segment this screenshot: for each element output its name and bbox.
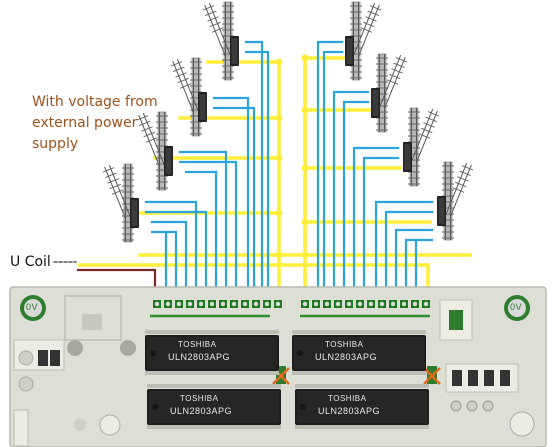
terminal-0v-left-label: 0V [26, 302, 39, 312]
turnout-right-2 [370, 53, 410, 133]
chip-1-part: ULN2803APG [168, 352, 231, 362]
turnout-right-3 [402, 107, 442, 187]
external-power-note: With voltage from external power supply [32, 92, 192, 155]
terminal-0v-left [20, 295, 46, 321]
note-line-1: With voltage from [32, 94, 158, 110]
chip-3-brand: TOSHIBA [180, 394, 219, 403]
turnout-right-1 [344, 1, 384, 81]
chip-4-brand: TOSHIBA [328, 394, 367, 403]
chip-2-part: ULN2803APG [315, 352, 378, 362]
u-coil-label: U Coil [10, 254, 51, 270]
chip-1-brand: TOSHIBA [178, 340, 217, 349]
turnout-right-4 [436, 161, 476, 241]
terminal-0v-right [504, 295, 530, 321]
chip-3-part: ULN2803APG [170, 406, 233, 416]
chip-2-brand: TOSHIBA [325, 340, 364, 349]
note-line-2: external power [32, 115, 138, 131]
terminal-0v-right-label: 0V [510, 302, 523, 312]
chip-4-part: ULN2803APG [318, 406, 381, 416]
turnout-left-1 [200, 1, 240, 81]
note-line-3: supply [32, 136, 79, 152]
turnout-left-4 [100, 163, 140, 243]
jumper-right [423, 366, 441, 385]
